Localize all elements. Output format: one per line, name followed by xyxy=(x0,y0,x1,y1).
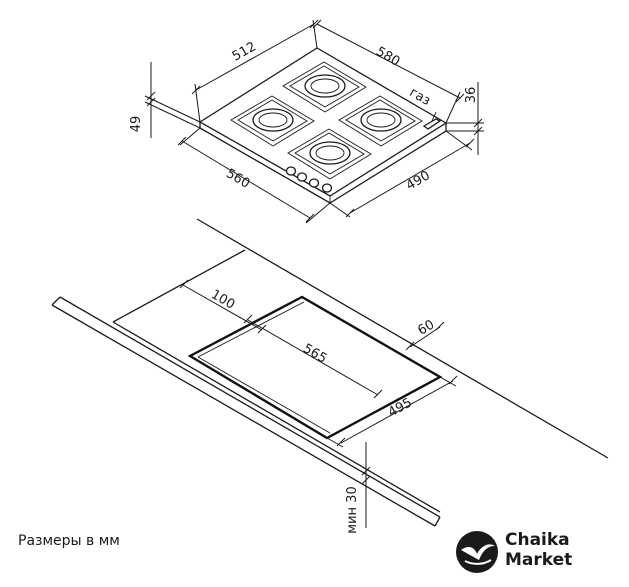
label-565: 565 xyxy=(300,341,329,366)
label-560: 560 xyxy=(223,166,252,191)
burner-front xyxy=(287,128,372,180)
burner-left xyxy=(230,95,315,147)
brand-name: Chaika Market xyxy=(505,530,572,570)
label-36: 36 xyxy=(464,87,479,104)
dim-100: 100 xyxy=(179,279,267,334)
cutout-opening xyxy=(187,295,443,440)
label-490: 490 xyxy=(404,168,433,193)
label-60: 60 xyxy=(415,317,437,338)
dim-36: 36 xyxy=(446,82,484,155)
label-49: 49 xyxy=(129,116,144,133)
burner-right xyxy=(338,95,423,147)
brand-line-1: Chaika xyxy=(505,530,570,550)
hob-drawing: 512 580 газ 36 49 xyxy=(129,19,484,224)
dim-min-30: мин 30 xyxy=(345,442,371,534)
gas-connector xyxy=(422,111,442,130)
brand-line-2: Market xyxy=(505,550,573,570)
dim-565: 565 xyxy=(243,314,383,399)
brand: Chaika Market xyxy=(455,528,625,576)
label-min-30: мин 30 xyxy=(345,486,360,533)
label-100: 100 xyxy=(208,287,237,312)
dim-60: 60 xyxy=(405,317,445,351)
worktop-drawing: 100 60 565 495 xyxy=(51,218,609,534)
dim-495: 495 xyxy=(326,375,458,448)
dimensions-note: Размеры в мм xyxy=(18,533,120,549)
dim-49: 49 xyxy=(129,62,201,138)
control-knobs xyxy=(285,166,333,193)
label-512: 512 xyxy=(230,39,259,64)
seagull-logo-icon xyxy=(456,531,498,573)
label-495: 495 xyxy=(386,395,415,420)
burner-back xyxy=(282,61,367,113)
